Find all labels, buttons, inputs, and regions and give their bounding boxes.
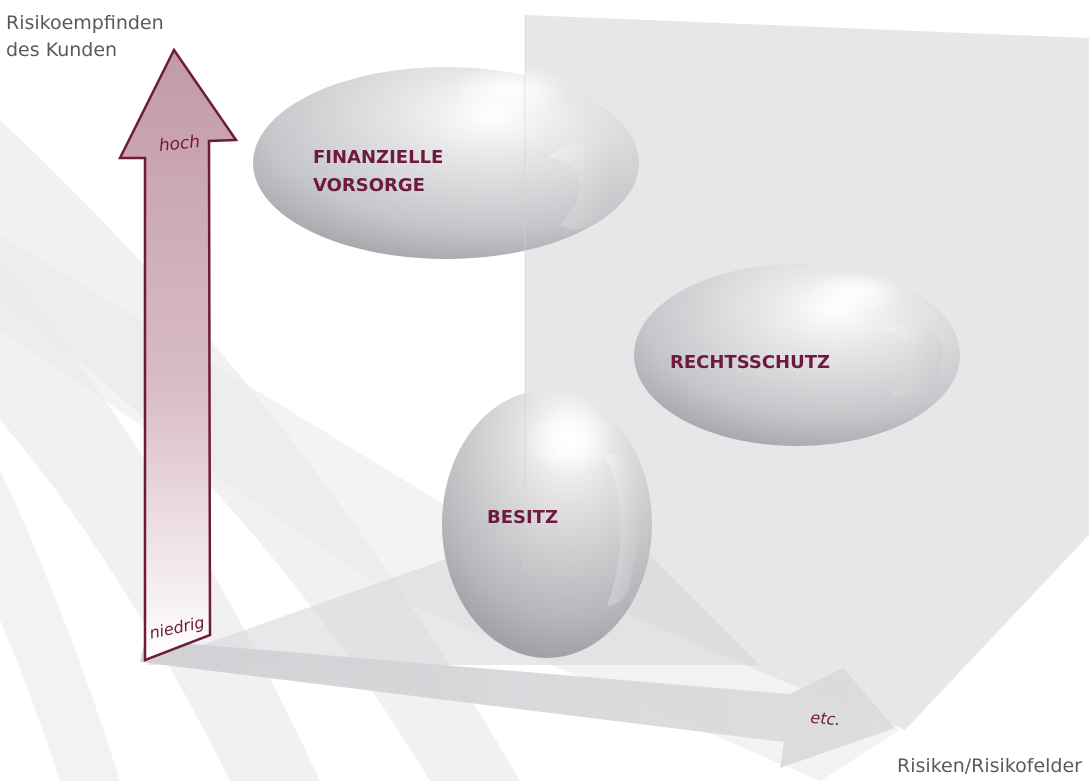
y-axis-title-line2: des Kunden [6,39,117,61]
label-finanzielle-vorsorge-line1: FINANZIELLE [313,147,443,168]
high-label: hoch [158,132,201,156]
x-axis-arrow [140,640,895,768]
label-besitz: BESITZ [487,507,558,528]
background-wedge [0,470,120,781]
sphere-besitz [442,390,652,658]
y-axis-arrow [117,47,239,662]
y-axis-title-line1: Risikoempfinden [6,12,164,34]
label-rechtsschutz: RECHTSSCHUTZ [670,352,830,373]
sphere-finanzielle-vorsorge [253,64,639,259]
x-axis-title: Risiken/Risikofelder [897,755,1082,777]
sphere-rechtsschutz [634,264,960,446]
continuation-label: etc. [810,708,842,730]
label-finanzielle-vorsorge-line2: VORSORGE [313,175,425,196]
